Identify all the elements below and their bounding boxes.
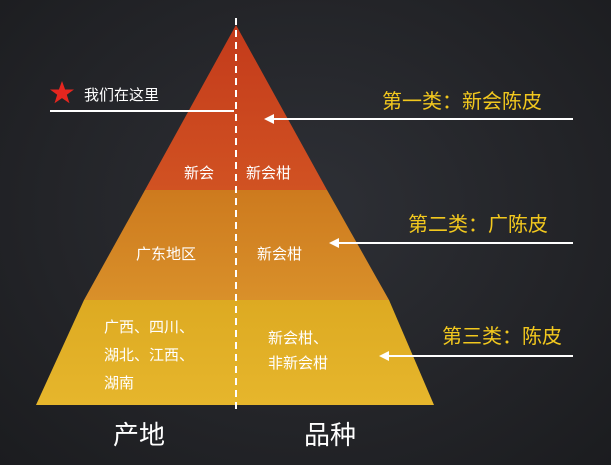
marker-label: 我们在这里: [84, 86, 160, 104]
arrow-tier-1: [264, 114, 573, 124]
tier-3-variety-line-2: 非新会柑: [268, 354, 329, 372]
category-1-label: 第一类：新会陈皮: [382, 89, 542, 113]
axis-variety-label: 品种: [304, 421, 357, 451]
tier-2-origin: 广东地区: [136, 245, 197, 263]
pyramid-tier-2: [84, 190, 389, 300]
axis-origin-label: 产地: [113, 421, 166, 451]
tier-3-variety-line-1: 新会柑、: [268, 329, 329, 347]
star-icon: [50, 81, 74, 104]
tier-3-origin-line-1: 广西、四川、: [104, 318, 195, 336]
arrow-tier-2: [329, 238, 573, 248]
tier-3-origin-line-3: 湖南: [104, 374, 135, 392]
arrow-tier-3: [379, 351, 573, 361]
tier-2-variety: 新会柑: [257, 245, 303, 263]
tier-1-variety: 新会柑: [246, 164, 292, 182]
tier-3-origin-line-2: 湖北、江西、: [104, 346, 195, 364]
category-2-label: 第二类：广陈皮: [408, 212, 548, 236]
pyramid-tier-3: [36, 300, 434, 405]
category-3-label: 第三类：陈皮: [442, 324, 562, 348]
tier-1-origin: 新会: [184, 164, 215, 182]
